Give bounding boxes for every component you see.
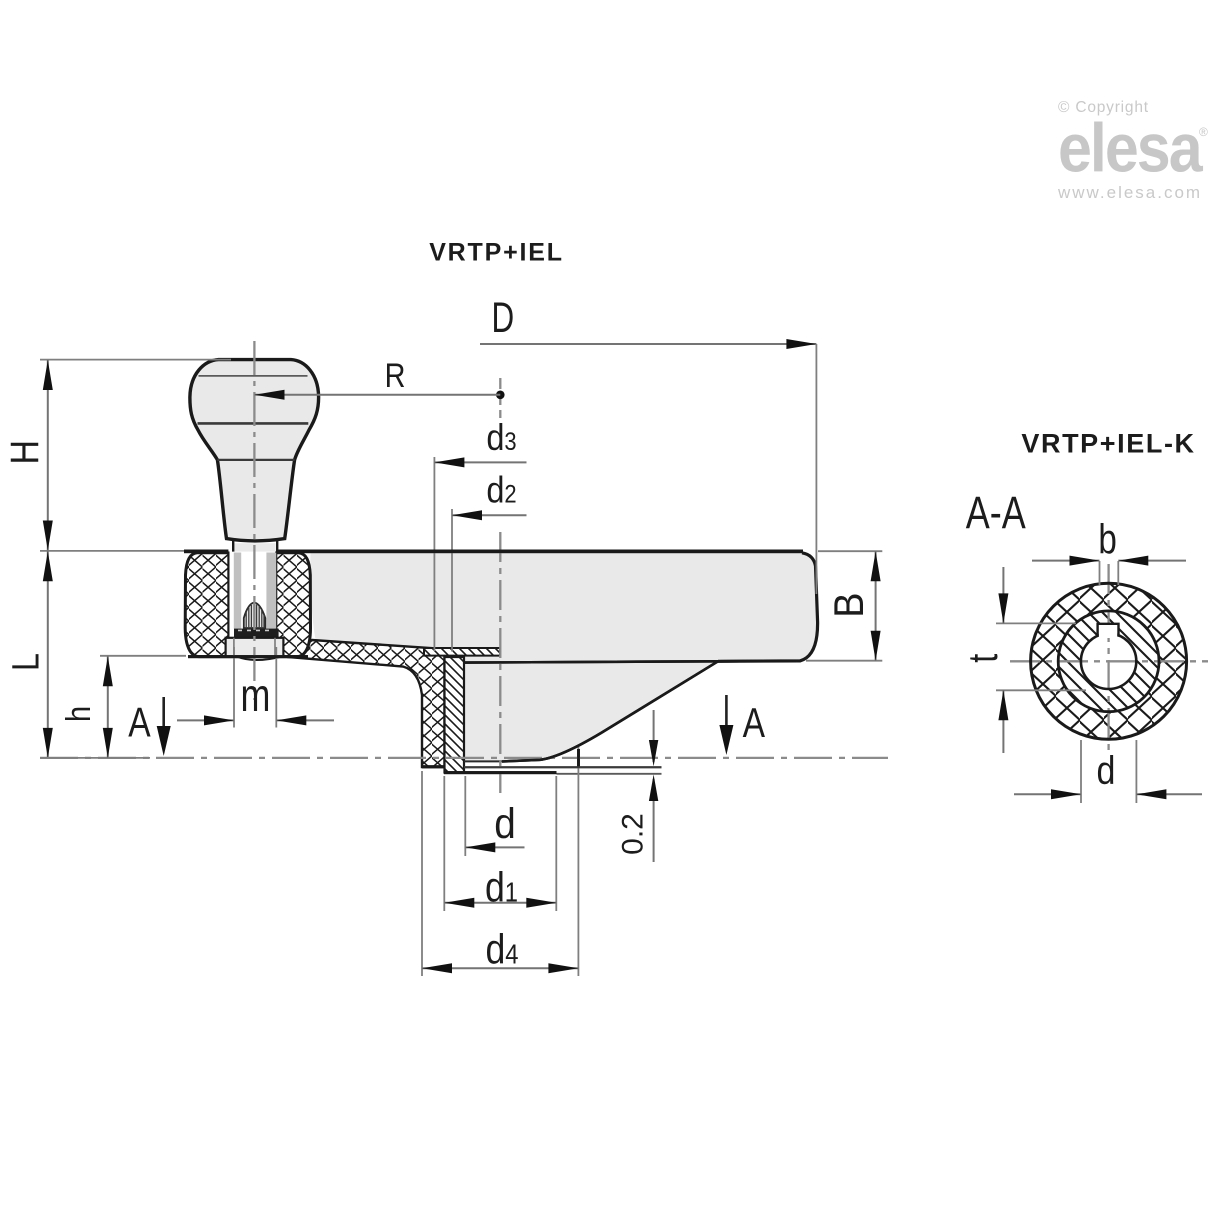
svg-text:A: A: [743, 701, 766, 747]
svg-text:A-A: A-A: [966, 487, 1027, 538]
svg-text:®: ®: [1199, 125, 1208, 139]
svg-text:R: R: [385, 356, 406, 395]
svg-text:0.2: 0.2: [616, 813, 649, 855]
svg-text:VRTP+IEL: VRTP+IEL: [429, 239, 564, 267]
svg-text:A: A: [128, 700, 151, 746]
svg-text:t: t: [959, 653, 1006, 662]
svg-text:elesa: elesa: [1058, 109, 1203, 186]
svg-text:© Copyright: © Copyright: [1058, 99, 1149, 116]
svg-text:m: m: [240, 670, 270, 721]
svg-text:www.elesa.com: www.elesa.com: [1057, 183, 1202, 202]
svg-text:H: H: [1, 440, 46, 465]
svg-text:B: B: [826, 593, 872, 618]
svg-text:L: L: [5, 653, 47, 671]
svg-text:d: d: [494, 799, 516, 847]
svg-text:D: D: [491, 293, 514, 341]
svg-text:VRTP+IEL-K: VRTP+IEL-K: [1021, 429, 1195, 459]
svg-text:d: d: [1097, 747, 1116, 792]
svg-text:b: b: [1098, 517, 1116, 564]
svg-text:h: h: [59, 706, 98, 722]
